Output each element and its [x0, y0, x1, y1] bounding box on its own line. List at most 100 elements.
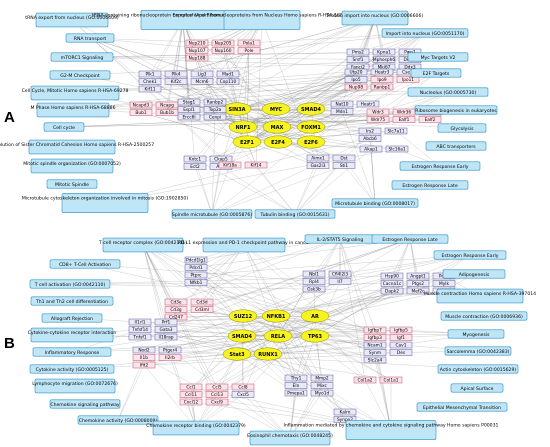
- gene-node-il2rb: Il2rb: [158, 354, 182, 361]
- edge: [275, 315, 297, 379]
- gene-label: Mphosph6: [373, 57, 395, 63]
- gene-label: Akap1: [364, 147, 378, 153]
- tf-label: MYC: [270, 107, 282, 113]
- edge: [196, 50, 312, 143]
- edge: [71, 19, 319, 159]
- term-node-glycolysis: Glycolysis: [437, 123, 487, 133]
- edge: [242, 126, 345, 159]
- gene-node-igfbp7: Igfbp7: [363, 326, 387, 334]
- term-label: Th1 and Th2 cell differentiation: [35, 299, 108, 305]
- gene-node-cav1: Cav1: [389, 341, 413, 349]
- term-node-abc-transporters: ABC transporters: [425, 141, 487, 151]
- gene-label: Mad1: [222, 72, 234, 78]
- term-node-t-cell-activation-go-0042110: T cell activation (GO:0042110): [29, 279, 111, 289]
- tf-node-nrf1: NRF1: [228, 120, 258, 134]
- gene-node-igfbp5: Igfbp5: [389, 326, 413, 334]
- tf-node-stat3: Stat3: [222, 347, 252, 361]
- tf-node-nfkb1: NFKB1: [261, 309, 291, 323]
- edge: [149, 17, 376, 82]
- term-node-actin-cytoskeleton-go-0015629: Actin cytoskeleton (GO:0015629): [437, 364, 519, 374]
- term-label: Allograft Rejection: [51, 316, 93, 322]
- gene-label: Nod2: [138, 348, 150, 354]
- gene-node-kif11: Kif11: [138, 85, 162, 93]
- edge: [195, 238, 341, 283]
- gene-label: Pdcd1lg1: [186, 258, 206, 264]
- edge: [267, 283, 419, 355]
- gene-node-tnfsf14: Tnfsf14: [128, 326, 152, 333]
- gene-label: Cd3e: [170, 300, 181, 306]
- edge: [277, 111, 379, 143]
- term-label: Muscle contraction (GO:0006936): [445, 314, 523, 320]
- gene-node-nod2: Nod2: [132, 346, 156, 354]
- gene-node-dst: Dst: [332, 154, 356, 162]
- term-label: RNA transport: [74, 36, 107, 42]
- edge: [276, 119, 379, 128]
- gene-node-hsp90: Hsp90: [380, 272, 404, 280]
- gene-node-mixc: Mixc: [310, 382, 334, 389]
- gene-label: Cd3ml: [195, 307, 209, 313]
- edge: [242, 59, 359, 128]
- term-node-estrogen-response-early: Estrogen Response Early: [399, 161, 481, 171]
- tf-node-smad4: SMAD4: [296, 102, 326, 116]
- term-node-mitotic-spindle-organization-go-0007052: Mitotic spindle organization (GO:0007052…: [23, 158, 121, 174]
- edge: [242, 66, 359, 128]
- edge: [310, 108, 319, 159]
- term-label: Ribosome biogenesis in eukaryotes: [415, 108, 497, 114]
- gene-label: Slc7a11: [387, 129, 404, 135]
- gene-label: Ipo5: [351, 77, 361, 83]
- gene-label: Cd3d: [196, 300, 207, 306]
- edge: [142, 244, 167, 330]
- term-node-inflammation-mediated-by-chemokine-and-c: Inflammation mediated by chemokine and c…: [284, 420, 499, 440]
- edge: [255, 164, 296, 215]
- gene-node-cxcl5: Cxcl5: [231, 391, 255, 398]
- gene-node-aimx1: Aimx1: [306, 154, 330, 162]
- gene-node-ealf2: Ealf2: [418, 116, 442, 123]
- term-label: Spindle microtubule (GO:0005876): [172, 212, 252, 218]
- gene-label: Eln: [293, 383, 300, 389]
- gene-node-ptprc: Ptprc: [184, 271, 208, 279]
- gene-label: Nbl1: [309, 272, 319, 278]
- term-node-m-phase-homo-sapiens-r-hsa-68886: M Phase Homo sapiens R-HSA-68886: [30, 102, 116, 118]
- edge: [201, 81, 312, 143]
- edge: [142, 244, 323, 379]
- gene-node-lig3: Lig3: [190, 70, 214, 78]
- edge: [211, 165, 345, 215]
- term-label: Myogenesis: [462, 332, 490, 338]
- edge: [165, 315, 277, 323]
- edge: [190, 315, 244, 395]
- gene-node-kpna1: Kpna1: [372, 48, 396, 56]
- gene-node-wdr36: Wdr36: [392, 108, 416, 116]
- edge: [275, 71, 357, 110]
- term-node-cytokine-cytokine-receptor-interaction: Cytokine-cytokine receptor interaction: [28, 327, 116, 343]
- edge: [220, 166, 296, 215]
- panel-label-b: B: [4, 335, 15, 352]
- gene-node-ccl8: Ccl8: [231, 383, 255, 391]
- gene-node-igf1: Igf1: [389, 334, 413, 341]
- gene-label: Ercc6l: [182, 115, 195, 121]
- edge: [246, 141, 319, 166]
- tf-label: TP63: [308, 334, 323, 340]
- gene-label: Ckap5: [214, 157, 228, 163]
- gene-node-slc2a4: Slc2a4: [363, 356, 387, 364]
- term-node-ribosome-biogenesis-in-eukaryotes: Ribosome biogenesis in eukaryotes: [414, 105, 498, 115]
- tf-label: RUNX1: [258, 352, 278, 358]
- term-node-chemokine-receptor-binding-go-0042379: Chemokine receptor binding (GO:0042379): [146, 420, 246, 436]
- gene-label: Slc2a4: [368, 358, 383, 364]
- term-node-estrogen-response-early: Estrogen Response Early: [433, 250, 507, 260]
- gene-node-wdr3: Wdr3: [366, 108, 390, 116]
- term-label: Resolution of Sister Chromatid Cohesion …: [0, 142, 154, 148]
- edge: [142, 244, 177, 303]
- term-node-myogenesis: Myogenesis: [447, 329, 505, 339]
- term-node-inflammatory-response: Inflammatory Response: [32, 347, 112, 357]
- term-label: PD-L1 expression and PD-1 checkpoint pat…: [178, 240, 311, 246]
- gene-node-kif14: Kif14: [244, 161, 268, 169]
- gene-node-ranbp2: Ranbp2: [203, 98, 227, 106]
- gene-node-stag1: Stag1: [177, 98, 201, 106]
- edge: [201, 244, 245, 303]
- edge: [242, 103, 343, 128]
- term-node-tubulin-binding-go-0015631: Tubulin binding (GO:0015631): [254, 209, 336, 219]
- edge: [367, 72, 437, 105]
- gene-label: Lig3: [197, 72, 206, 78]
- edge: [169, 335, 279, 358]
- edge: [314, 335, 392, 381]
